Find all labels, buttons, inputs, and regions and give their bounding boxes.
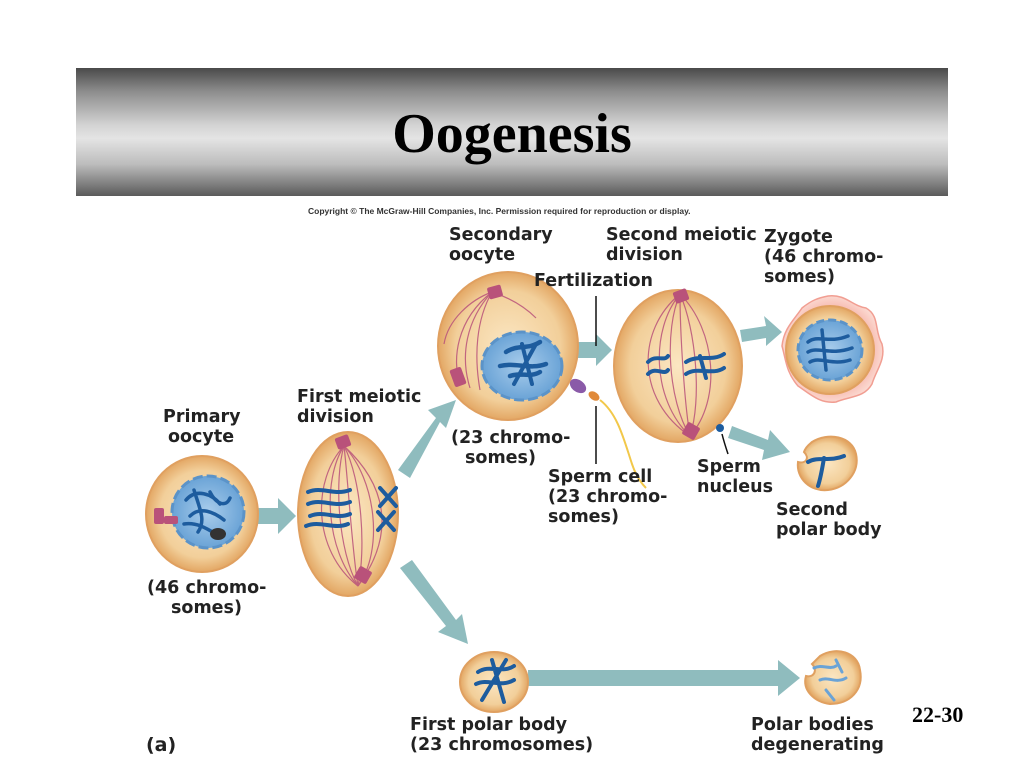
- first-division-cell: [297, 431, 399, 597]
- slide-number: 22-30: [912, 702, 964, 727]
- second-division-cell: [613, 288, 743, 443]
- panel-label: (a): [146, 734, 177, 756]
- secondary-oocyte-cell: [437, 271, 579, 421]
- title-banner: Oogenesis: [76, 68, 948, 196]
- label-secondary-oocyte: Secondary oocyte: [449, 225, 553, 265]
- arrow-to-first-division: [256, 498, 296, 534]
- sperm-nucleus-pointer: [721, 433, 729, 455]
- label-second-polar-body: Second polar body: [776, 500, 882, 540]
- zygote-cell: [781, 295, 884, 403]
- label-primary-chromosomes: (46 chromo- somes): [147, 578, 267, 618]
- arrow-to-second-polar-body: [728, 426, 790, 460]
- first-polar-body-cell: [459, 651, 529, 713]
- arrow-to-zygote: [740, 316, 782, 346]
- arrow-to-secondary-oocyte: [398, 400, 456, 478]
- copyright-notice: Copyright © The McGraw-Hill Companies, I…: [308, 206, 691, 216]
- degenerating-polar-bodies: [804, 650, 862, 706]
- pointer-lines: [595, 296, 729, 464]
- label-fertilization: Fertilization: [534, 271, 653, 291]
- slide-title: Oogenesis: [392, 103, 632, 165]
- arrow-to-degenerating: [528, 660, 800, 696]
- label-second-meiotic-division: Second meiotic division: [606, 225, 757, 265]
- second-polar-body-cell: [796, 435, 858, 492]
- label-first-meiotic-division: First meiotic division: [297, 387, 422, 427]
- arrow-to-second-division: [572, 334, 612, 366]
- arrow-to-first-polar-body: [400, 560, 468, 644]
- process-arrows: [256, 316, 800, 696]
- label-polar-bodies-degenerating: Polar bodies degenerating: [751, 715, 884, 755]
- label-secondary-chromosomes: (23 chromo- somes): [451, 428, 571, 468]
- label-first-polar-body: First polar body (23 chromosomes): [410, 715, 594, 755]
- primary-oocyte-cell: [145, 455, 259, 573]
- sperm-cell: [569, 378, 647, 489]
- label-sperm-nucleus: Sperm nucleus: [697, 457, 774, 497]
- label-primary-oocyte: Primary oocyte: [163, 407, 241, 447]
- label-sperm-cell: Sperm cell (23 chromo- somes): [548, 467, 668, 527]
- label-zygote: Zygote (46 chromo- somes): [764, 227, 884, 287]
